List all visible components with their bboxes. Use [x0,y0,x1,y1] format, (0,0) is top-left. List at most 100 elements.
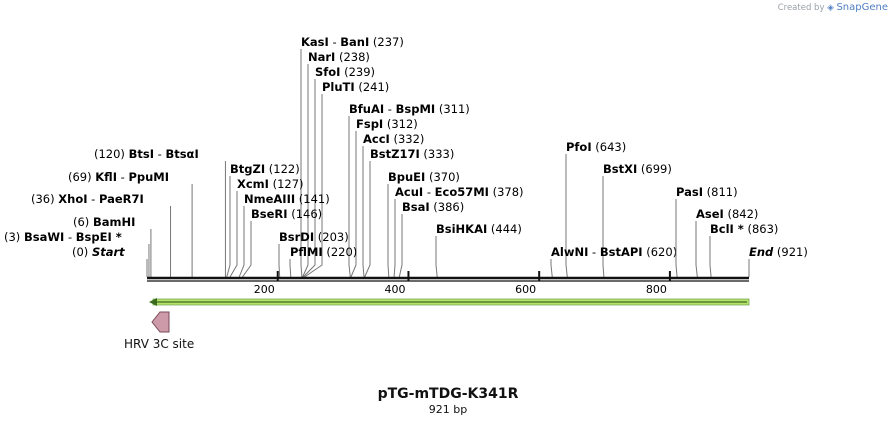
ruler-tick-label: 600 [515,283,536,296]
leader-line [278,244,281,278]
site-position: - [64,230,75,244]
site-label: BsrDI (203) [279,230,349,244]
site-sfoi: SfoI (239) [302,65,375,278]
leader-line [289,259,292,278]
site-pfoi: PfoI (643) [565,140,627,278]
site-position: (921) [773,245,808,259]
ruler-tick-label: 200 [254,283,275,296]
site-position: - [88,192,99,206]
enzyme-name: BseRI [251,207,288,221]
enzyme-name: XcmI [237,177,269,191]
enzyme-name: BanI [340,35,369,49]
site-label: AseI (842) [696,207,758,221]
leader-line [350,131,357,278]
enzyme-name: BstAPI [600,245,643,259]
leader-line [709,236,712,278]
enzyme-name: PfoI [566,140,592,154]
site-kfli: (69) KflI - PpuMI [68,170,193,277]
site-label: BsaI (386) [402,200,464,214]
site-position: (3) [4,230,24,244]
site-label: BfuAI - BspMI (311) [349,102,470,116]
site-bsihkai: BsiHKAI (444) [435,222,522,278]
leader-line [675,199,678,278]
snapgene-logo-icon: ◈ [827,3,834,13]
site-position: (444) [487,222,522,236]
site-label: BpuEI (370) [388,170,460,184]
leader-line [242,221,252,278]
site-position: - [384,102,395,116]
site-position: (370) [425,170,460,184]
enzyme-name: AseI [696,207,724,221]
site-position: (0) [72,245,92,259]
site-end: End (921) [748,245,808,277]
site-label: PasI (811) [676,185,738,199]
enzyme-name: BtsI [129,147,154,161]
enzyme-name: BsiHKAI [436,222,487,236]
site-position: (241) [355,80,390,94]
site-pluti: PluTI (241) [304,80,390,278]
site-label: (6) BamHI [73,215,135,229]
site-position: (863) [744,222,779,236]
site-label: BstZ17I (333) [370,147,454,161]
enzyme-name: KflI [95,170,117,184]
site-position: (311) [435,102,470,116]
leader-line [300,49,303,278]
site-position: (699) [637,162,672,176]
site-alwni: AlwNI - BstAPI (620) [550,245,677,278]
enzyme-name: XhoI [58,192,87,206]
leader-line [550,259,553,278]
site-position: (239) [340,65,375,79]
site-position: - [117,170,128,184]
site-bfuai: BfuAI - BspMI (311) [348,102,470,278]
enzyme-name: BspEI * [76,230,122,244]
site-position: (386) [430,200,465,214]
site-label: BtgZI (122) [230,162,300,176]
site-label: XcmI (127) [237,177,304,191]
site-label: (69) KflI - PpuMI [68,170,169,184]
site-label: (3) BsaWI - BspEI * [4,230,122,244]
site-label: NarI (238) [308,50,370,64]
ruler-tick-label: 800 [646,283,667,296]
enzyme-name: Eco57MI [435,185,489,199]
brand-name: SnapGene [836,2,888,13]
site-label: AlwNI - BstAPI (620) [551,245,677,259]
site-position: (620) [643,245,678,259]
site-xhoi: (36) XhoI - PaeR7I [31,192,172,277]
leader-line [398,214,403,278]
site-bstz17i: BstZ17I (333) [364,147,454,278]
enzyme-name: BstXI [603,162,637,176]
enzyme-name: Start [92,245,125,259]
site-acci: AccI (332) [362,132,424,278]
site-label: BseRI (146) [251,207,322,221]
site-position: (237) [369,35,404,49]
leader-line [364,161,371,278]
hrv-3c-site-arrow [151,311,170,333]
site-nmeaiii: NmeAIII (141) [238,192,330,278]
enzyme-name: FspI [356,117,383,131]
leader-line [302,64,309,278]
site-position: (333) [420,147,455,161]
site-btgzi: BtgZI (122) [226,162,300,278]
site-bsai: BsaI (386) [398,200,464,278]
enzyme-name: End [749,245,774,259]
site-label: (0) Start [72,245,125,259]
site-bstxi: BstXI (699) [602,162,672,278]
enzyme-name: BtgZI [230,162,265,176]
site-label: KasI - BanI (237) [301,35,404,49]
leader-line [229,191,238,278]
leader-line [695,221,698,278]
enzyme-name: PpuMI [128,170,169,184]
enzyme-name: AlwNI [551,245,588,259]
site-position: - [329,35,340,49]
enzyme-name: BpuEI [388,170,425,184]
enzyme-name: BsaI [402,200,430,214]
site-xcmi: XcmI (127) [229,177,304,278]
site-label: BclI * (863) [710,222,778,236]
site-bsrdi: BsrDI (203) [278,230,349,278]
site-position: (378) [489,185,524,199]
site-position: (36) [31,192,58,206]
site-label: PflMI (220) [290,245,357,259]
site-bsawi: (3) BsaWI - BspEI * [4,230,150,277]
site-position: (643) [592,140,627,154]
enzyme-name: BspMI [396,102,436,116]
